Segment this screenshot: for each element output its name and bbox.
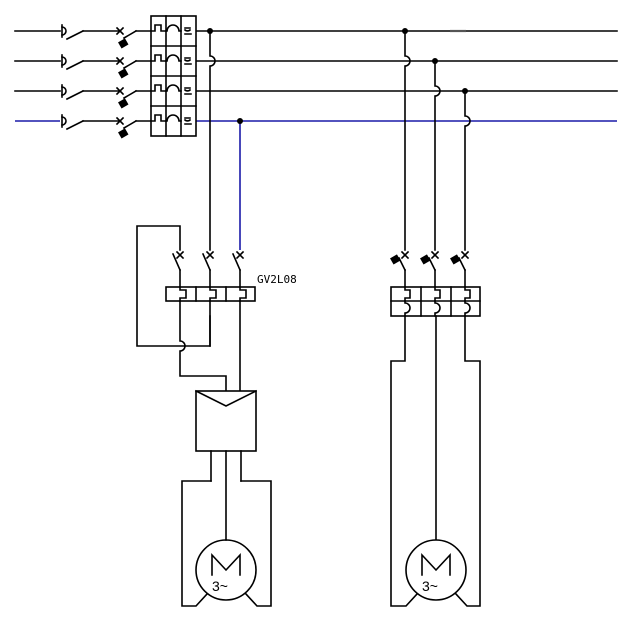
protection-row: [151, 24, 192, 35]
breaker-contact: [390, 250, 410, 272]
motor-lead-right: [240, 480, 272, 607]
drop-left-l1: [209, 30, 216, 251]
control-loop: [136, 225, 211, 347]
protection-row: [151, 54, 192, 65]
contactor-box: [195, 390, 257, 452]
disconnector-pole: [61, 54, 85, 71]
breaker-pole: [115, 26, 138, 49]
right-feeder-drops: [402, 28, 471, 251]
right-motor: 3~: [405, 539, 467, 601]
breaker-contact: [450, 250, 470, 272]
breaker-contact: [420, 250, 440, 272]
breaker-pole: [115, 116, 138, 139]
protection-row: [151, 84, 192, 95]
drop-right-l2: [434, 60, 441, 251]
left-motor-breaker: GV2L08: [136, 225, 297, 392]
drop-right-l3: [464, 90, 471, 251]
junction-dot: [207, 28, 213, 34]
breaker-contact: [231, 250, 245, 272]
junction-dot: [432, 58, 438, 64]
breaker-pole: [115, 56, 138, 79]
contactor: [194, 389, 258, 541]
breaker-label: GV2L08: [257, 273, 297, 286]
main-protection-block: [150, 15, 197, 137]
main-breaker: [115, 26, 138, 139]
motor-phase-label: 3~: [212, 578, 228, 594]
main-disconnector: [61, 24, 85, 131]
breaker-contact: [201, 250, 215, 272]
motor-lead-left: [181, 480, 212, 607]
right-motor-breaker: [390, 250, 481, 607]
left-output-l1: [179, 300, 227, 392]
breaker-pole: [115, 86, 138, 109]
bus-lines: [14, 29, 618, 122]
junction-dot: [462, 88, 468, 94]
disconnector-pole: [61, 84, 85, 101]
junction-dot: [237, 118, 243, 124]
motor-m-glyph: [421, 552, 451, 576]
left-motor: 3~: [181, 480, 272, 607]
contactor-chevron: [194, 389, 258, 407]
junction-dot: [402, 28, 408, 34]
motor-m-glyph: [211, 552, 241, 576]
right-output-l3: [454, 315, 481, 607]
protection-row: [151, 114, 192, 125]
right-output-l1: [390, 315, 419, 607]
left-feeder-drops: [207, 28, 243, 251]
motor-phase-label: 3~: [422, 578, 438, 594]
drop-right-l1: [404, 30, 411, 251]
disconnector-pole: [61, 24, 85, 41]
disconnector-pole: [61, 114, 85, 131]
breaker-contact: [171, 250, 185, 272]
